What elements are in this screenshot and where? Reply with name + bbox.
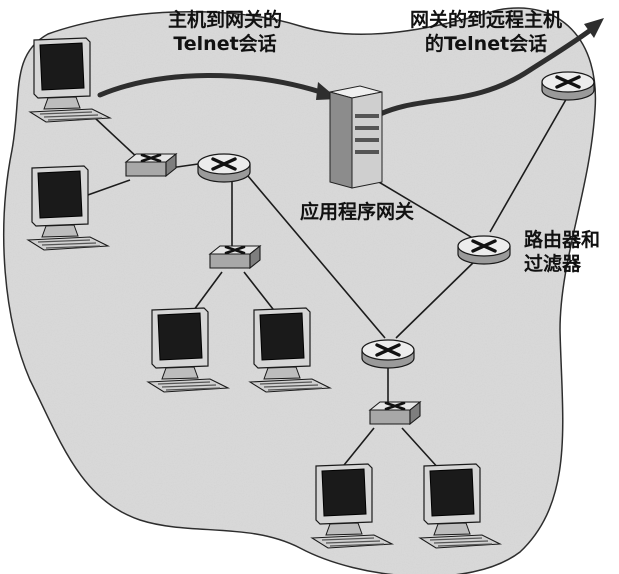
label-line: 路由器和 (524, 229, 601, 251)
telnet-session-arrow-host-gateway (97, 73, 333, 98)
router-x-mark (555, 75, 581, 89)
keyboard-keys (37, 239, 101, 249)
telnet-arrows (97, 18, 604, 121)
router-icon (197, 153, 251, 183)
switch-side (409, 400, 421, 426)
router-icon (541, 71, 595, 101)
router-icon (457, 235, 511, 265)
label-application-gateway: 应用程序网关 (300, 201, 415, 223)
label-line: 的Telnet会话 (424, 33, 548, 55)
desktop-computer-icon (418, 463, 503, 549)
label-line: 网关的到远程主机 (409, 9, 562, 31)
ethernet-switch-icon (124, 152, 178, 178)
monitor-base (41, 224, 79, 238)
keyboard-keys (39, 111, 103, 121)
monitor-base (263, 366, 301, 380)
cloud-texture (3, 8, 596, 574)
link-host2-switch1 (84, 179, 131, 197)
router-icon (361, 339, 415, 369)
monitor-screen (37, 170, 83, 219)
monitor-screen (157, 312, 203, 361)
server-tower-icon (329, 85, 383, 189)
monitor-screen (39, 42, 85, 91)
monitor-screen (259, 312, 305, 361)
link-router1-router3 (247, 175, 386, 339)
link-host1-switch1 (94, 117, 141, 161)
telnet-session-arrow-gateway-remote (369, 23, 599, 121)
label-line: Telnet会话 (173, 33, 277, 55)
switch-front (369, 409, 411, 425)
desktop-computer-icon (26, 165, 111, 251)
router-x-mark (375, 343, 401, 357)
label-router-filter: 路由器和 过滤器 (524, 228, 600, 276)
switch-side (249, 244, 261, 270)
label-line: 主机到网关的 (167, 9, 282, 31)
ethernet-switch-icon (208, 244, 262, 270)
network-links (84, 95, 569, 471)
desktop-computer-icon (146, 307, 231, 393)
switch-front (125, 161, 167, 177)
link-router2-router3 (395, 257, 479, 339)
hosts (26, 37, 503, 549)
desktop-computer-icon (310, 463, 395, 549)
arrow-head-gateway-remote (584, 18, 604, 38)
switch-x-mark (384, 401, 406, 411)
desktop-computer-icon (248, 307, 333, 393)
ethernet-switch-icon (368, 400, 422, 426)
monitor-screen (321, 468, 367, 517)
router-x-mark (471, 239, 497, 253)
keyboard-keys (157, 381, 221, 391)
switch-x-mark (140, 153, 162, 163)
keyboard-keys (429, 537, 493, 547)
routers (197, 71, 595, 369)
desktop-computer-icon (28, 37, 113, 123)
monitor-base (43, 96, 81, 110)
network-cloud (3, 7, 597, 574)
switch-side (165, 152, 177, 178)
switches (124, 152, 422, 426)
link-gateway-router2 (371, 177, 477, 241)
monitor-base (325, 522, 363, 536)
switch-x-mark (224, 245, 246, 255)
link-switch3-host6 (401, 427, 441, 471)
label-line: 过滤器 (524, 253, 582, 275)
label-session-host-gateway: 主机到网关的 Telnet会话 (150, 8, 300, 56)
link-router2-router4 (489, 95, 569, 233)
keyboard-keys (259, 381, 323, 391)
label-session-gateway-remote: 网关的到远程主机 的Telnet会话 (396, 8, 576, 56)
link-switch3-host5 (339, 427, 375, 471)
router-x-mark (211, 157, 237, 171)
keyboard-keys (321, 537, 385, 547)
monitor-base (433, 522, 471, 536)
monitor-base (161, 366, 199, 380)
switch-front (209, 253, 251, 269)
monitor-screen (429, 468, 475, 517)
